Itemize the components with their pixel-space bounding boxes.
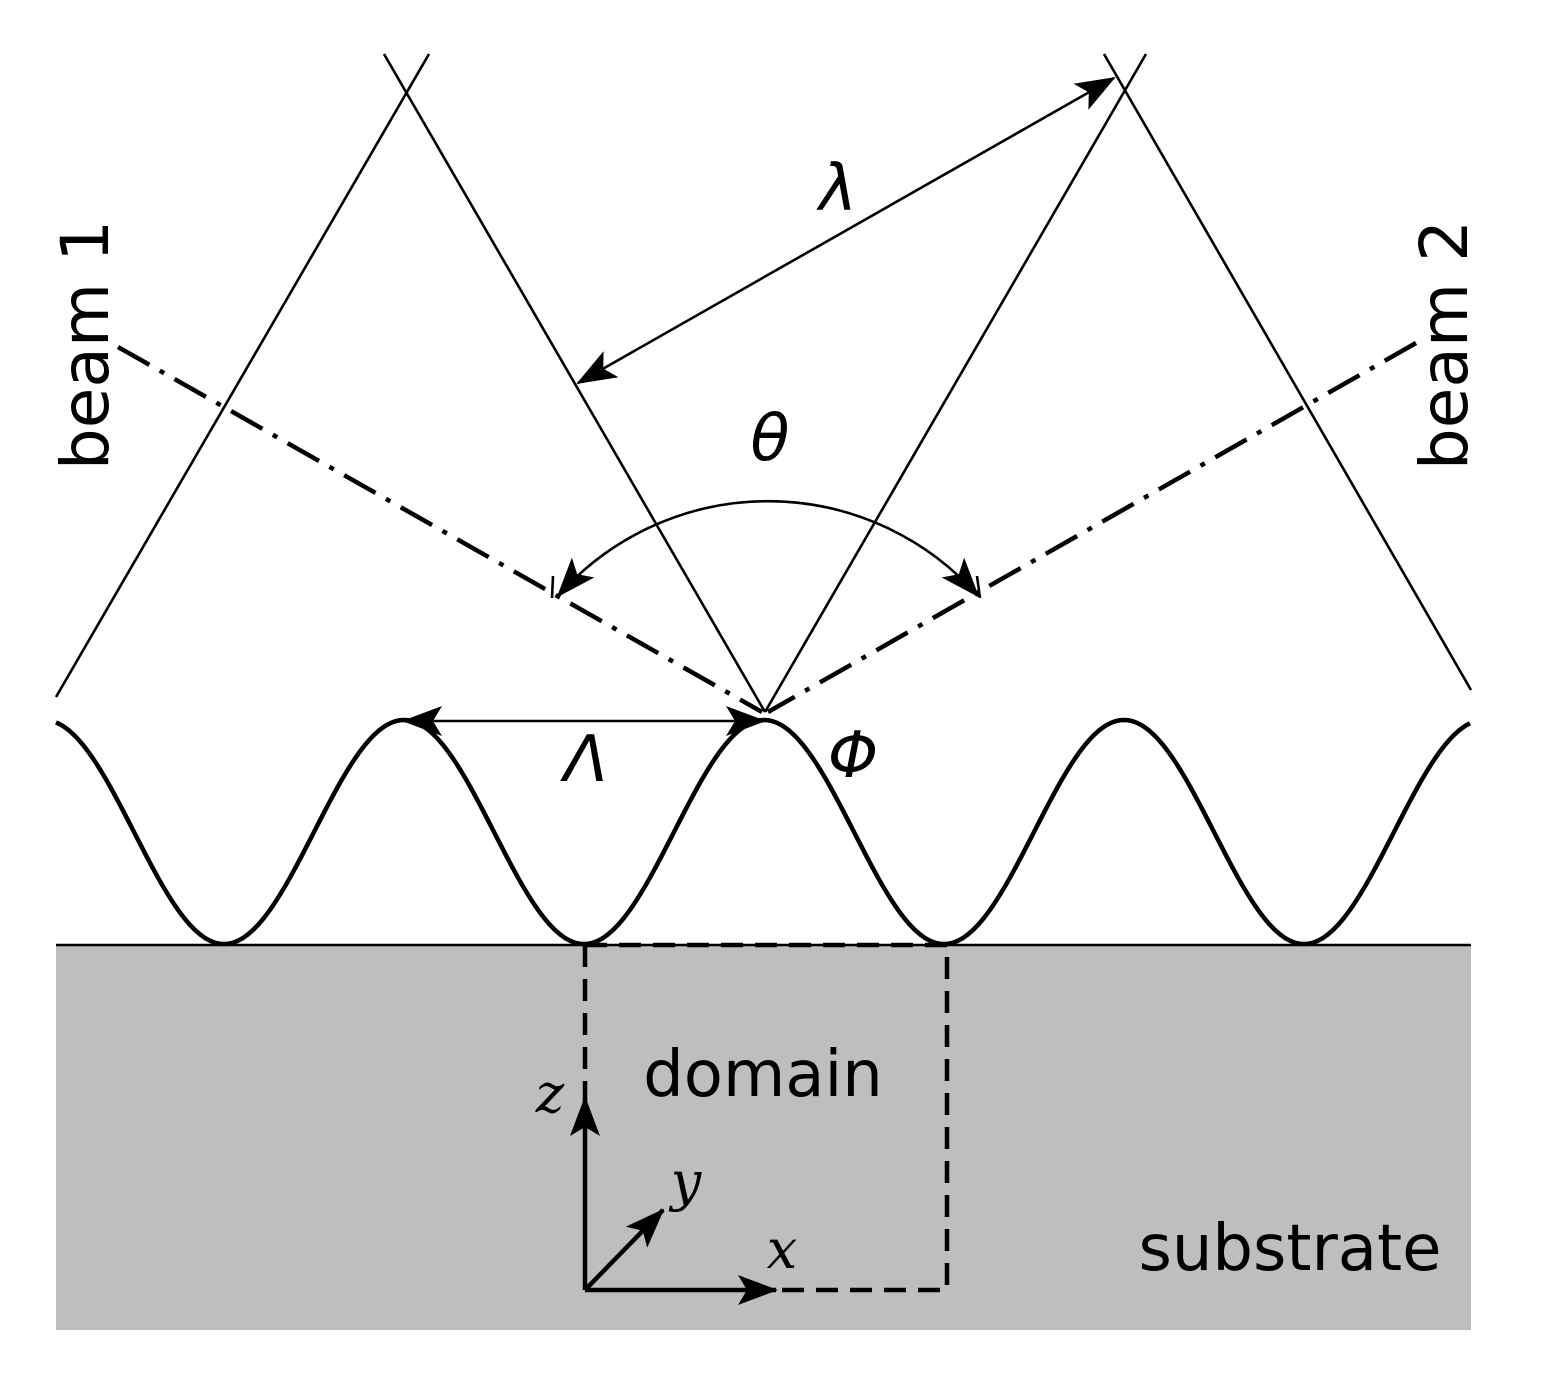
angle-theta-arc [556, 499, 980, 598]
y-axis-arrow [583, 1208, 665, 1292]
axis-z-label: z [535, 1062, 565, 1125]
beam2-label: beam 2 [1406, 220, 1483, 470]
axis-x-label: x [767, 1218, 797, 1281]
angle-theta-label: θ [750, 402, 789, 476]
substrate-region [56, 945, 1471, 1330]
wavelength-arrow [576, 76, 1116, 385]
beam1-wavefront-left [54, 53, 431, 698]
beam1-axis [116, 345, 764, 714]
wavefront-lines [54, 53, 1473, 713]
beam1-label: beam 1 [47, 220, 124, 470]
theta-tick-left [550, 575, 555, 599]
coordinate-axes [570, 1096, 778, 1305]
substrate-label: substrate [1139, 1212, 1442, 1286]
beam2-axis [766, 341, 1418, 714]
grating-period-label: Λ [559, 723, 608, 797]
wavelength-label: λ [816, 152, 857, 226]
axis-y-label: y [669, 1150, 703, 1213]
grating-surface-profile [55, 717, 1472, 947]
beam2-wavefront-right [1102, 53, 1473, 691]
domain-box-dashed [582, 942, 950, 1293]
domain-label: domain [643, 1038, 883, 1112]
beam1-wavefront-right [382, 53, 767, 713]
theta-tick-right [975, 575, 982, 599]
phase-label: Φ [828, 719, 878, 793]
